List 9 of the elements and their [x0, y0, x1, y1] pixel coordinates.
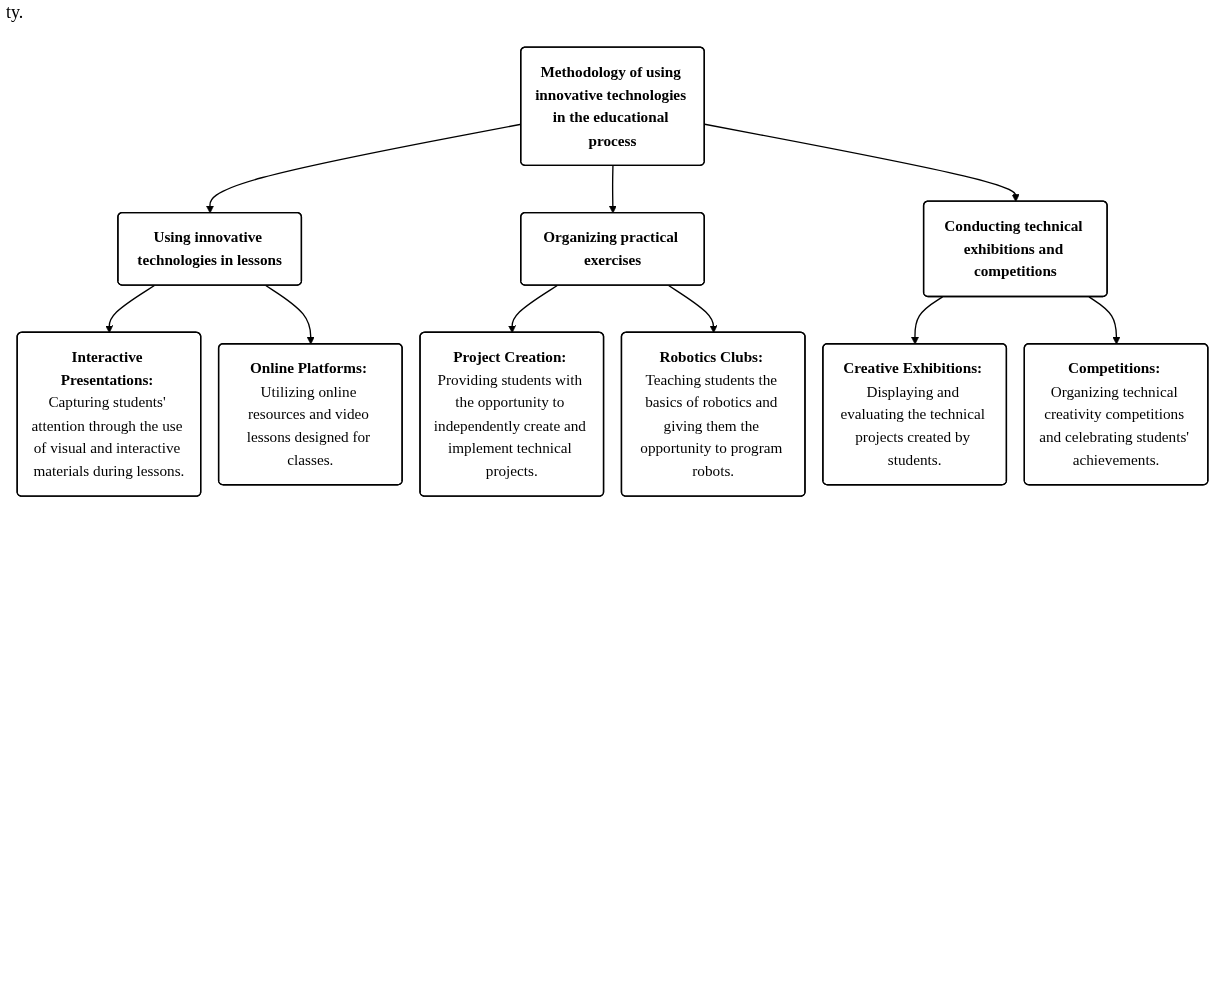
arrow — [911, 296, 944, 345]
page-text-fragment: ty. — [6, 2, 24, 22]
arrow — [1088, 296, 1121, 345]
arrow — [265, 284, 315, 345]
arrow — [508, 284, 558, 334]
arrow — [608, 165, 617, 214]
arrow — [704, 123, 1020, 202]
arrow — [105, 284, 156, 334]
arrow — [667, 284, 718, 334]
